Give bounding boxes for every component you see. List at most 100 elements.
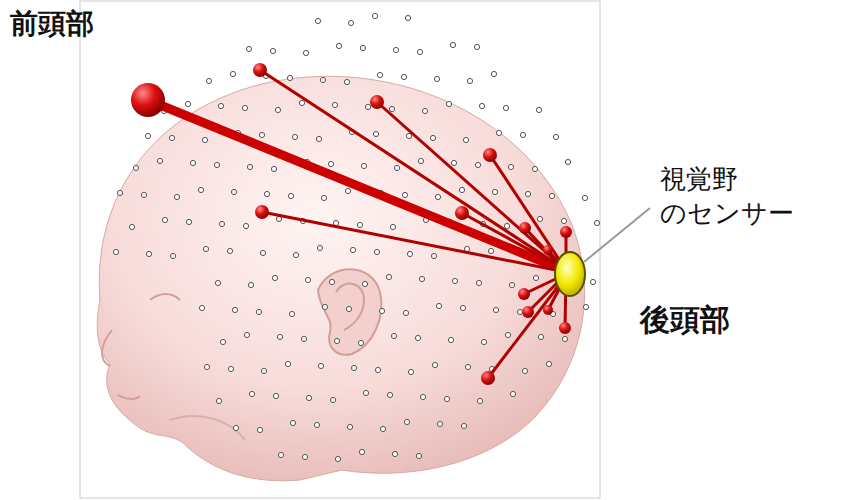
sensor-dot bbox=[402, 192, 407, 197]
sensor-dot bbox=[203, 246, 208, 251]
sensor-dot bbox=[360, 45, 365, 50]
sensor-dot bbox=[509, 282, 514, 287]
region-label: 後頭部 bbox=[640, 300, 730, 339]
sensor-dot bbox=[289, 311, 294, 316]
sensor-dot bbox=[386, 274, 391, 279]
connection-lines bbox=[148, 70, 568, 378]
sensor-dot bbox=[141, 192, 146, 197]
sensor-dot bbox=[465, 364, 470, 369]
ear bbox=[318, 269, 381, 355]
sensor-dot bbox=[293, 252, 298, 257]
sensor-dot bbox=[230, 71, 235, 76]
sensor-dot bbox=[538, 334, 543, 339]
sensor-dot bbox=[186, 219, 191, 224]
sensor-dot bbox=[394, 165, 399, 170]
image-frame bbox=[80, 1, 600, 498]
sensor-dot bbox=[357, 222, 362, 227]
sensor-dot bbox=[461, 423, 466, 428]
sensor-dot bbox=[492, 189, 497, 194]
sensor-dot bbox=[199, 305, 204, 310]
sensor-dot bbox=[260, 250, 265, 255]
sensor-dot bbox=[206, 78, 211, 83]
sensor-dot bbox=[345, 188, 350, 193]
sensor-dot bbox=[242, 105, 247, 110]
sensor-dot bbox=[344, 79, 349, 84]
sensor-dot bbox=[190, 160, 195, 165]
sensor-dot bbox=[243, 223, 248, 228]
sensor-dot bbox=[404, 419, 409, 424]
sensor-dot bbox=[362, 281, 367, 286]
sensor-dot bbox=[374, 249, 379, 254]
sensor-dot bbox=[405, 15, 410, 20]
sensor-dot bbox=[477, 398, 482, 403]
sensor-dot bbox=[422, 108, 427, 113]
sensor-dot bbox=[146, 251, 151, 256]
sensor-dot bbox=[379, 308, 384, 313]
sensor-dot bbox=[496, 130, 501, 135]
sensor-dot bbox=[285, 361, 290, 366]
sensor-dot bbox=[416, 453, 421, 458]
sensor-dot bbox=[401, 74, 406, 79]
sensor-dot bbox=[444, 396, 449, 401]
sensor-dot bbox=[277, 334, 282, 339]
sensor-dot bbox=[488, 248, 493, 253]
sensor-dot bbox=[220, 339, 225, 344]
sensor-dot bbox=[288, 193, 293, 198]
sensor-dot bbox=[231, 189, 236, 194]
sensor-dot bbox=[335, 456, 340, 461]
sensor-dot bbox=[256, 309, 261, 314]
sensor-dot bbox=[562, 336, 567, 341]
sensor-dot bbox=[533, 275, 538, 280]
sensor-dot bbox=[389, 106, 394, 111]
sensor-dot bbox=[330, 397, 335, 402]
sensor-dot bbox=[287, 75, 292, 80]
sensor-dot bbox=[261, 368, 266, 373]
sensor-dot bbox=[372, 13, 377, 18]
sensor-dot bbox=[582, 195, 587, 200]
sensor-dot bbox=[474, 44, 479, 49]
sensor-dot bbox=[169, 135, 174, 140]
sensor-dot bbox=[520, 132, 525, 137]
sensor-dot bbox=[432, 362, 437, 367]
sensor-dot bbox=[419, 276, 424, 281]
sensor-dot bbox=[198, 187, 203, 192]
sensor-dot bbox=[375, 367, 380, 372]
sensor-dot bbox=[459, 187, 464, 192]
sensor-dot bbox=[202, 137, 207, 142]
sensor-dot bbox=[302, 454, 307, 459]
sensor-dot bbox=[504, 223, 509, 228]
sensor-dot bbox=[387, 392, 392, 397]
sensor-dot bbox=[129, 224, 134, 229]
sensor-dot bbox=[247, 164, 252, 169]
sensor-dot bbox=[467, 78, 472, 83]
sensor-dot bbox=[318, 363, 323, 368]
sensor-dot bbox=[170, 253, 175, 258]
sensor-dot bbox=[162, 217, 167, 222]
sensor-dot bbox=[415, 335, 420, 340]
sensor-dot bbox=[218, 103, 223, 108]
face-cheek bbox=[170, 416, 245, 440]
sensor-dot bbox=[522, 368, 527, 373]
sensor-dot bbox=[565, 159, 570, 164]
sensor-dot bbox=[460, 305, 465, 310]
face-nose bbox=[102, 330, 112, 366]
sensor-dot bbox=[271, 166, 276, 171]
sensor-dot bbox=[359, 449, 364, 454]
sensor-dot bbox=[346, 306, 351, 311]
sensor-dot bbox=[446, 101, 451, 106]
sensor-dot bbox=[314, 422, 319, 427]
leader-line bbox=[584, 208, 650, 262]
sensor-dot bbox=[476, 280, 481, 285]
sensor-dot bbox=[431, 253, 436, 258]
face-eye bbox=[150, 294, 180, 300]
sensor-dot bbox=[248, 282, 253, 287]
sensor-dot bbox=[451, 160, 456, 165]
sensor-dot bbox=[174, 194, 179, 199]
sensor-dot bbox=[391, 333, 396, 338]
sensor-dot bbox=[270, 48, 275, 53]
sensor-dot bbox=[321, 195, 326, 200]
sensor-dot bbox=[244, 332, 249, 337]
sensor-dot bbox=[214, 162, 219, 167]
sensor-dot bbox=[420, 394, 425, 399]
sensor-dot bbox=[408, 369, 413, 374]
